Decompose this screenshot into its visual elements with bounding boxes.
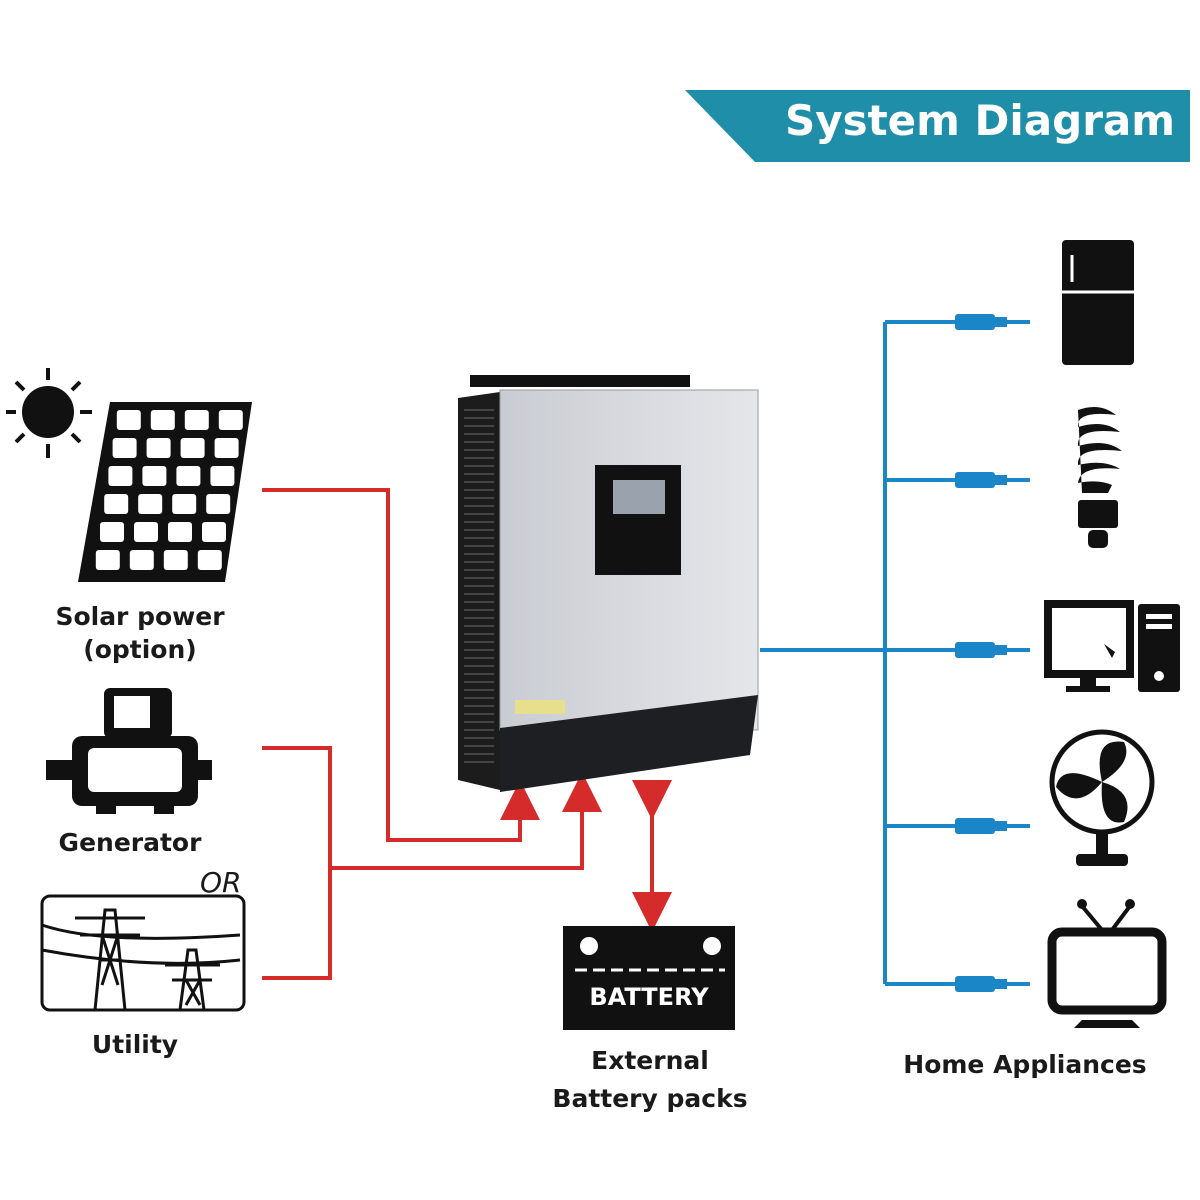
solar-line [262, 488, 540, 842]
or-label: OR [200, 866, 242, 899]
utility-line [330, 772, 602, 870]
battery-label: External Battery packs [540, 1042, 760, 1118]
solar-label-line1: Solar power [55, 602, 225, 631]
solar-cell [134, 522, 158, 542]
page-title: System Diagram [784, 96, 1176, 145]
battery-label-line2: Battery packs [552, 1084, 748, 1113]
solar-cell [95, 550, 120, 570]
solar-cell [202, 522, 226, 542]
generator-label: Generator [58, 828, 202, 857]
battery-icon-text: BATTERY [589, 983, 709, 1011]
solar-cell [100, 522, 124, 542]
solar-cell [176, 466, 201, 486]
solar-cell [197, 550, 222, 570]
solar-cell [210, 466, 235, 486]
battery-label-line1: External [591, 1046, 709, 1075]
generator-line [262, 746, 332, 980]
sun-icon [6, 368, 92, 458]
solar-cell [168, 522, 192, 542]
refrigerator-icon [1062, 240, 1134, 365]
solar-cell [146, 438, 171, 458]
solar-panel-icon [78, 402, 252, 582]
light-bulb-icon [1077, 406, 1122, 548]
battery-icon [563, 926, 735, 1030]
solar-cell [142, 466, 167, 486]
solar-cell [180, 438, 205, 458]
utility-label: Utility [91, 1030, 179, 1059]
input-connections [262, 488, 672, 980]
solar-cell [108, 466, 133, 486]
solar-cell [104, 494, 129, 514]
solar-label-line2: (option) [83, 635, 197, 664]
home-appliances-label: Home Appliances [903, 1050, 1147, 1079]
solar-cell [129, 550, 154, 570]
title-banner [685, 90, 1190, 162]
utility-tower-icon [40, 894, 246, 1012]
solar-cell [172, 494, 197, 514]
solar-cell [214, 438, 239, 458]
television-icon [1047, 899, 1167, 1028]
solar-cell [116, 410, 141, 430]
solar-cell [112, 438, 137, 458]
solar-cell [218, 410, 243, 430]
solar-cell [163, 550, 188, 570]
plug-icon [955, 314, 1007, 992]
inverter-unit [458, 375, 759, 792]
solar-cell [150, 410, 175, 430]
solar-cell [206, 494, 231, 514]
solar-cell [184, 410, 209, 430]
fan-icon [1049, 729, 1155, 866]
generator-icon [46, 688, 212, 814]
computer-icon [1044, 600, 1180, 692]
solar-label: Solar power (option) [30, 600, 250, 666]
solar-cell [138, 494, 163, 514]
